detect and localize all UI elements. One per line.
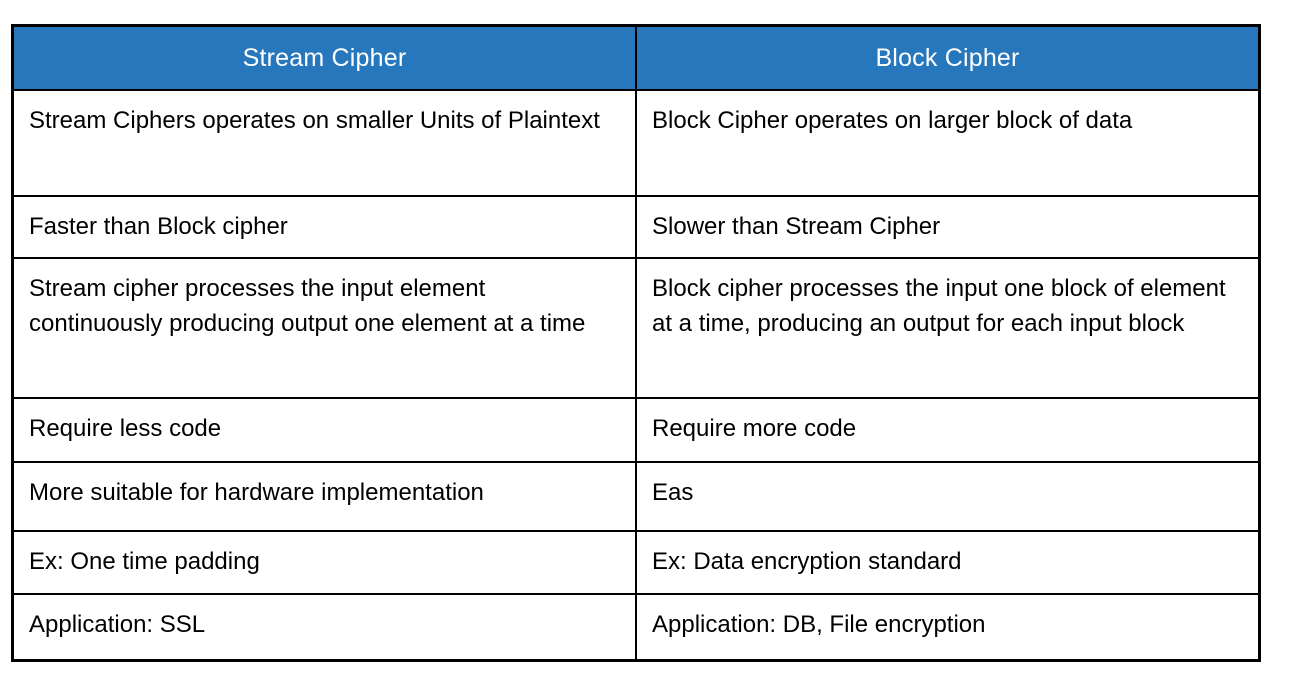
table-cell-block: Block cipher processes the input one blo…	[635, 257, 1261, 399]
table-row: Faster than Block cipher Slower than Str…	[11, 195, 1261, 259]
table-row: Ex: One time padding Ex: Data encryption…	[11, 530, 1261, 595]
table-cell-stream: Application: SSL	[11, 593, 637, 662]
table-cell-stream: Require less code	[11, 397, 637, 463]
table-row: More suitable for hardware implementatio…	[11, 461, 1261, 532]
table-cell-block: Ex: Data encryption standard	[635, 530, 1261, 595]
column-header-block-cipher: Block Cipher	[635, 24, 1261, 91]
table-cell-block: Slower than Stream Cipher	[635, 195, 1261, 259]
table-row: Stream cipher processes the input elemen…	[11, 257, 1261, 399]
table-row: Application: SSL Application: DB, File e…	[11, 593, 1261, 662]
table-row: Stream Ciphers operates on smaller Units…	[11, 89, 1261, 197]
table-cell-block: Application: DB, File encryption	[635, 593, 1261, 662]
table-cell-stream: Stream Ciphers operates on smaller Units…	[11, 89, 637, 197]
table-cell-stream: Ex: One time padding	[11, 530, 637, 595]
table-cell-block: Block Cipher operates on larger block of…	[635, 89, 1261, 197]
column-header-stream-cipher: Stream Cipher	[11, 24, 637, 91]
table-cell-block: Eas	[635, 461, 1261, 532]
cipher-comparison-table: Stream Cipher Block Cipher Stream Cipher…	[11, 24, 1261, 662]
table-cell-stream: Stream cipher processes the input elemen…	[11, 257, 637, 399]
table-row: Require less code Require more code	[11, 397, 1261, 463]
table-cell-block: Require more code	[635, 397, 1261, 463]
table-cell-stream: Faster than Block cipher	[11, 195, 637, 259]
table-cell-stream: More suitable for hardware implementatio…	[11, 461, 637, 532]
header-row: Stream Cipher Block Cipher	[11, 24, 1261, 91]
